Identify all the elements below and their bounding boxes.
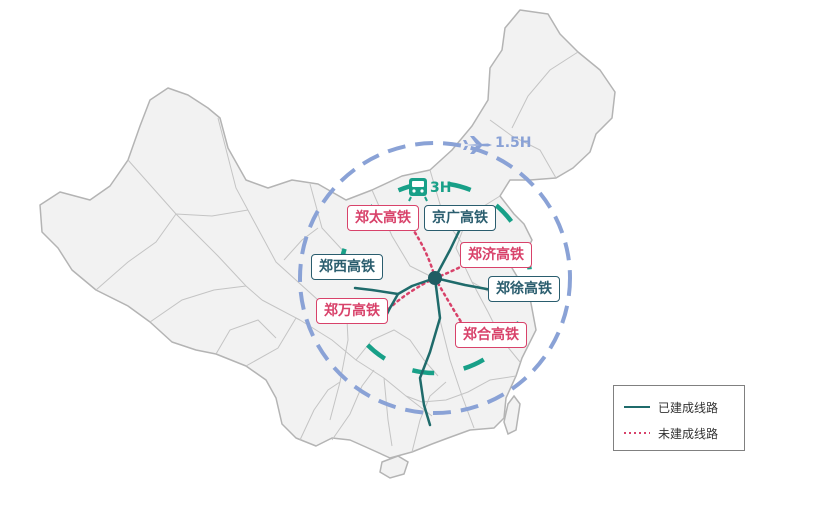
- label-zhengxu: 郑徐高铁: [488, 276, 560, 302]
- airplane-icon: [463, 136, 492, 154]
- label-zhengtai: 郑太高铁: [347, 205, 419, 231]
- legend-swatch-planned: [624, 432, 650, 434]
- train-icon: [408, 178, 428, 202]
- ring-1-5h: [298, 141, 572, 415]
- legend-label-built: 已建成线路: [658, 400, 719, 415]
- legend-item-planned: 未建成线路: [624, 425, 718, 441]
- taiwan-island: [503, 394, 521, 436]
- label-zhengji: 郑济高铁: [460, 242, 532, 268]
- hainan-island: [379, 455, 409, 479]
- line-jingguang: [418, 223, 464, 427]
- label-zhengwan: 郑万高铁: [316, 298, 388, 324]
- legend: 已建成线路 未建成线路: [613, 385, 745, 451]
- ring-3h-label: 3H: [430, 180, 452, 196]
- ring-1-5h-label: 1.5H: [495, 135, 532, 151]
- line-zhengxu: [433, 276, 494, 292]
- legend-label-planned: 未建成线路: [658, 426, 719, 441]
- line-zhengtai: [410, 226, 437, 280]
- zhengzhou-hub: [428, 271, 442, 285]
- label-zhenghe: 郑合高铁: [455, 322, 527, 348]
- legend-swatch-built: [624, 406, 650, 408]
- label-jingguang: 京广高铁: [424, 205, 496, 231]
- legend-item-built: 已建成线路: [624, 399, 718, 415]
- label-zhengxi: 郑西高铁: [311, 254, 383, 280]
